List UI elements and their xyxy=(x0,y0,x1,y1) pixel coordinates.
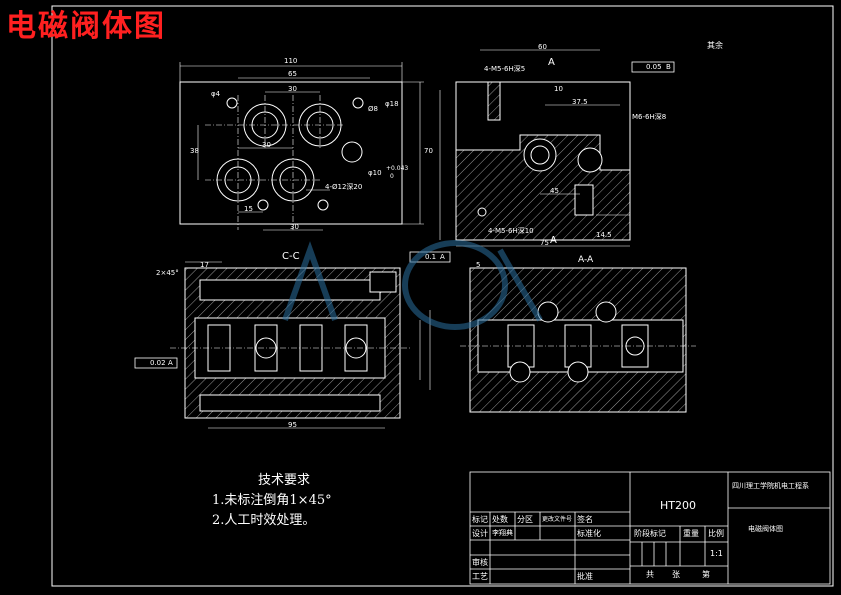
dim-tolerance: +0.043 xyxy=(386,165,409,172)
tb-bili: 比例 xyxy=(708,529,724,538)
dim-110: 110 xyxy=(284,57,298,65)
tb-di: 第 xyxy=(702,570,710,579)
tb-designer: 李翔典 xyxy=(492,529,513,537)
material: HT200 xyxy=(660,499,696,512)
title-block xyxy=(469,471,831,585)
dim-5: 5 xyxy=(476,261,481,269)
dim-phi4: φ4 xyxy=(211,90,221,98)
tb-jieduan: 阶段标记 xyxy=(634,529,666,538)
school-name: 四川理工学院机电工程系 xyxy=(732,482,809,490)
dim-holes: 4-Ø12深20 xyxy=(325,183,363,191)
section-aa-view xyxy=(460,267,696,413)
tb-shenhe: 审核 xyxy=(472,558,488,567)
cut-a-bot: A xyxy=(550,235,557,246)
dim-60: 60 xyxy=(538,43,547,51)
section-cc-view xyxy=(134,251,451,429)
tol-cc-value: 0.1 xyxy=(425,253,437,261)
dim-m6: M6-6H深8 xyxy=(632,113,667,121)
dim-95: 95 xyxy=(288,421,297,429)
tb-pizhun: 批准 xyxy=(577,572,593,581)
drawing-name: 电磁阀体图 xyxy=(748,525,783,533)
section-aa-label: A-A xyxy=(578,255,594,265)
dim-chamfer: 2×45° xyxy=(156,269,179,277)
tech-item-1: 1.未标注倒角1×45° xyxy=(212,493,332,508)
dim-14-5: 14.5 xyxy=(596,231,612,239)
cut-a-top: A xyxy=(548,57,555,68)
tb-gongyi: 工艺 xyxy=(472,572,488,581)
tb-gong: 共 xyxy=(646,570,654,579)
drawing-frame xyxy=(51,5,834,587)
dim-phi10: φ10 xyxy=(368,169,382,177)
dim-30-bot: 30 xyxy=(290,223,299,231)
dim-m5-top: 4-M5-6H深5 xyxy=(484,65,526,73)
tb-zhongliang: 重量 xyxy=(683,529,699,538)
dim-10: 10 xyxy=(554,85,563,93)
dim-17: 17 xyxy=(200,261,209,269)
tb-qianming: 签名 xyxy=(577,515,593,524)
front-view xyxy=(179,62,424,231)
dim-70: 70 xyxy=(424,147,433,155)
tb-fenqu: 分区 xyxy=(517,515,533,524)
tb-sheji: 设计 xyxy=(472,529,488,538)
dim-phi18: φ18 xyxy=(385,100,399,108)
side-view xyxy=(439,49,675,247)
tb-gengai: 更改文件号 xyxy=(542,516,573,523)
dim-45: 45 xyxy=(550,187,559,195)
dim-38: 38 xyxy=(190,147,199,155)
dim-phi8: Ø8 xyxy=(368,105,378,113)
dim-37-5: 37.5 xyxy=(572,98,588,106)
tb-scale: 1:1 xyxy=(710,549,723,558)
tol-top-datum: B xyxy=(666,63,671,71)
dim-tolerance-zero: 0 xyxy=(390,173,394,180)
dim-65: 65 xyxy=(288,70,297,78)
surface-note: 其余 xyxy=(707,41,723,50)
tb-zhang: 张 xyxy=(672,570,680,579)
dim-30-mid: 30 xyxy=(262,141,271,149)
dim-m5-bot: 4-M5-6H深10 xyxy=(488,227,534,235)
tb-chushu: 处数 xyxy=(492,515,508,524)
watermark xyxy=(282,240,543,330)
tol-cc-datum: A xyxy=(440,253,445,261)
tol-left-datum: A xyxy=(168,359,173,367)
tb-biaozhun: 标准化 xyxy=(577,529,601,538)
tol-top-value: 0.05 xyxy=(646,63,662,71)
section-cc-label: C-C xyxy=(282,251,300,262)
dim-30-top: 30 xyxy=(288,85,297,93)
tb-biaoji: 标记 xyxy=(472,515,488,524)
tol-left-value: 0.02 xyxy=(150,359,166,367)
dim-15: 15 xyxy=(244,205,253,213)
dim-75: 75 xyxy=(540,239,549,247)
drawing-title: 电磁阀体图 xyxy=(6,9,166,44)
tech-item-2: 2.人工时效处理。 xyxy=(212,513,316,528)
tech-heading: 技术要求 xyxy=(258,473,311,488)
